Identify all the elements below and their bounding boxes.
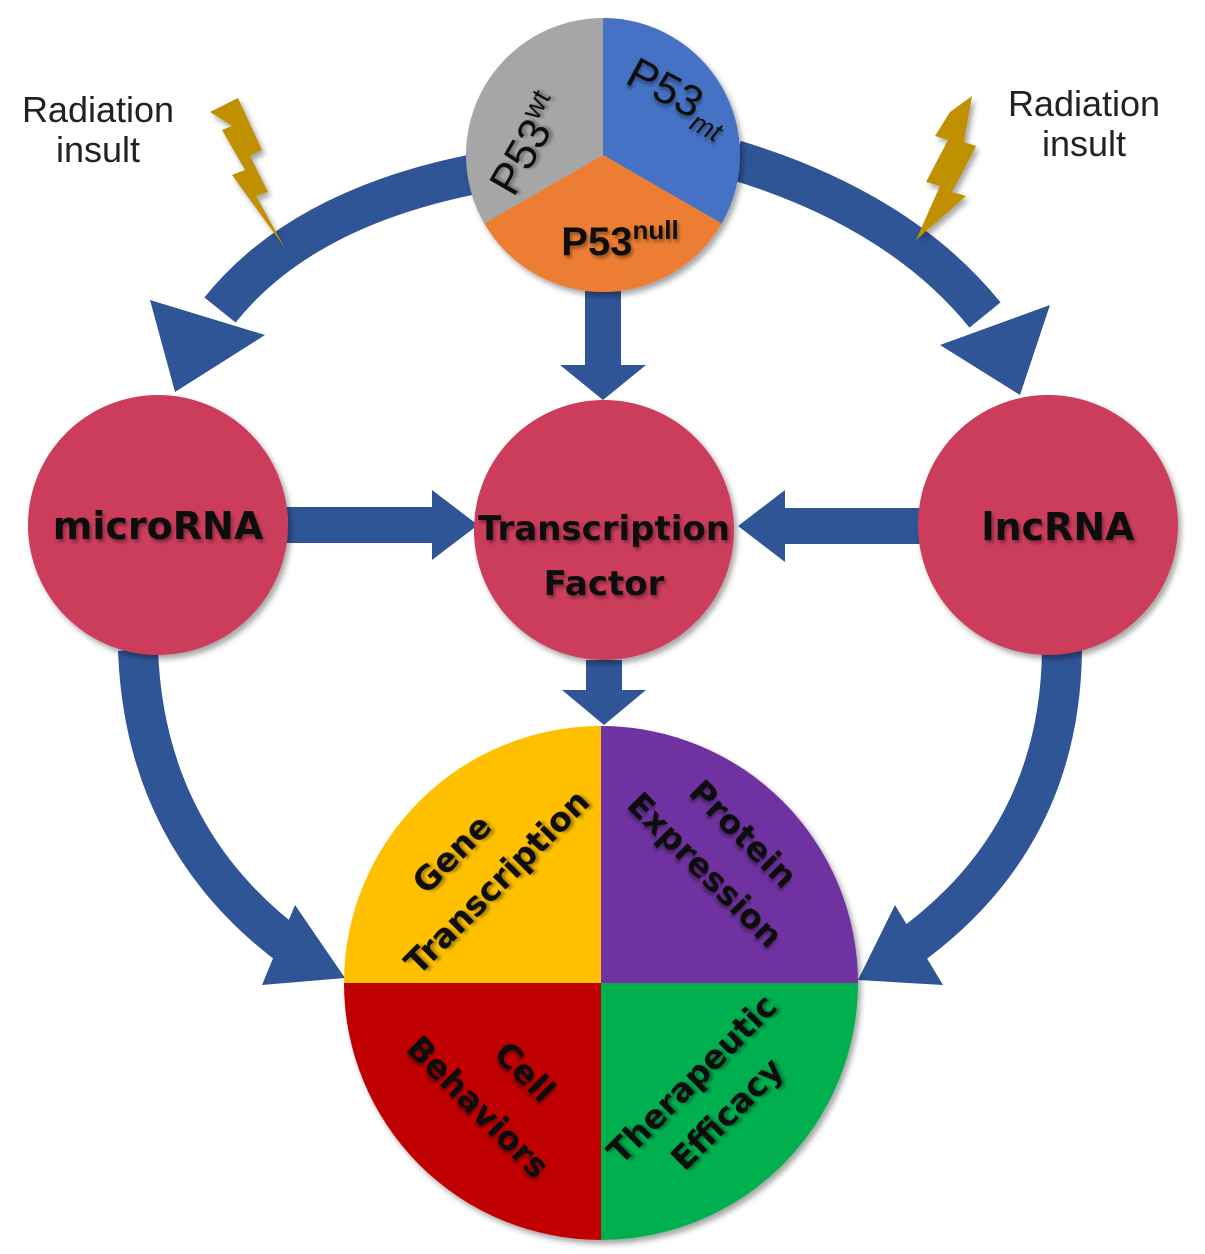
lncrna-label: lncRNA [981, 505, 1135, 549]
cell-behaviors-slice [344, 983, 601, 1240]
gene-transcription-slice [344, 726, 601, 983]
therapeutic-efficacy-slice [601, 983, 858, 1240]
arrowhead-microrna-to-tf [432, 490, 478, 560]
arrowhead-p53-to-tf [560, 365, 646, 400]
tf-label-line1: Transcription [478, 509, 730, 549]
arrow-microrna-to-outcomes [118, 649, 307, 967]
lightning-bolt-right-icon [916, 96, 976, 240]
radiation-label-left: Radiation [22, 89, 174, 130]
arrowhead-p53-to-lncrna [940, 305, 1050, 395]
arrowhead-microrna-to-outcomes [262, 905, 345, 985]
outcomes-pie [344, 726, 858, 1240]
p53-wt-slice [465, 18, 603, 224]
tf-label-line2: Factor [544, 564, 665, 604]
radiation-label-right: Radiation [1008, 83, 1160, 124]
p53-null-slice [484, 155, 722, 293]
arrow-p53-to-lncrna [729, 140, 1001, 328]
radiation-label-left-2: insult [56, 129, 140, 170]
arrowhead-tf-to-outcomes [562, 690, 646, 725]
transcription-factor-node: Transcription Factor [474, 400, 734, 660]
p53-null-label: P53null [561, 215, 678, 264]
lightning-bolt-left-icon [210, 98, 285, 248]
arrows [118, 140, 1082, 985]
microrna-label: microRNA [53, 504, 264, 548]
protein-expression-slice [601, 726, 858, 983]
arrow-lncrna-to-tf [770, 508, 920, 544]
microrna-node: microRNA [28, 395, 288, 655]
p53-mt-slice [603, 18, 741, 224]
arrowhead-lncrna-to-tf [738, 490, 785, 562]
lncrna-node: lncRNA [918, 395, 1178, 655]
arrow-p53-to-microrna [204, 155, 475, 323]
arrow-microrna-to-tf [285, 507, 445, 543]
arrowhead-p53-to-microrna [150, 300, 265, 392]
p53-pie [465, 18, 741, 293]
arrow-p53-to-tf [585, 290, 621, 370]
radiation-label-right-2: insult [1042, 123, 1126, 164]
arrowhead-lncrna-to-outcomes [858, 905, 943, 985]
arrow-lncrna-to-outcomes [893, 649, 1082, 967]
